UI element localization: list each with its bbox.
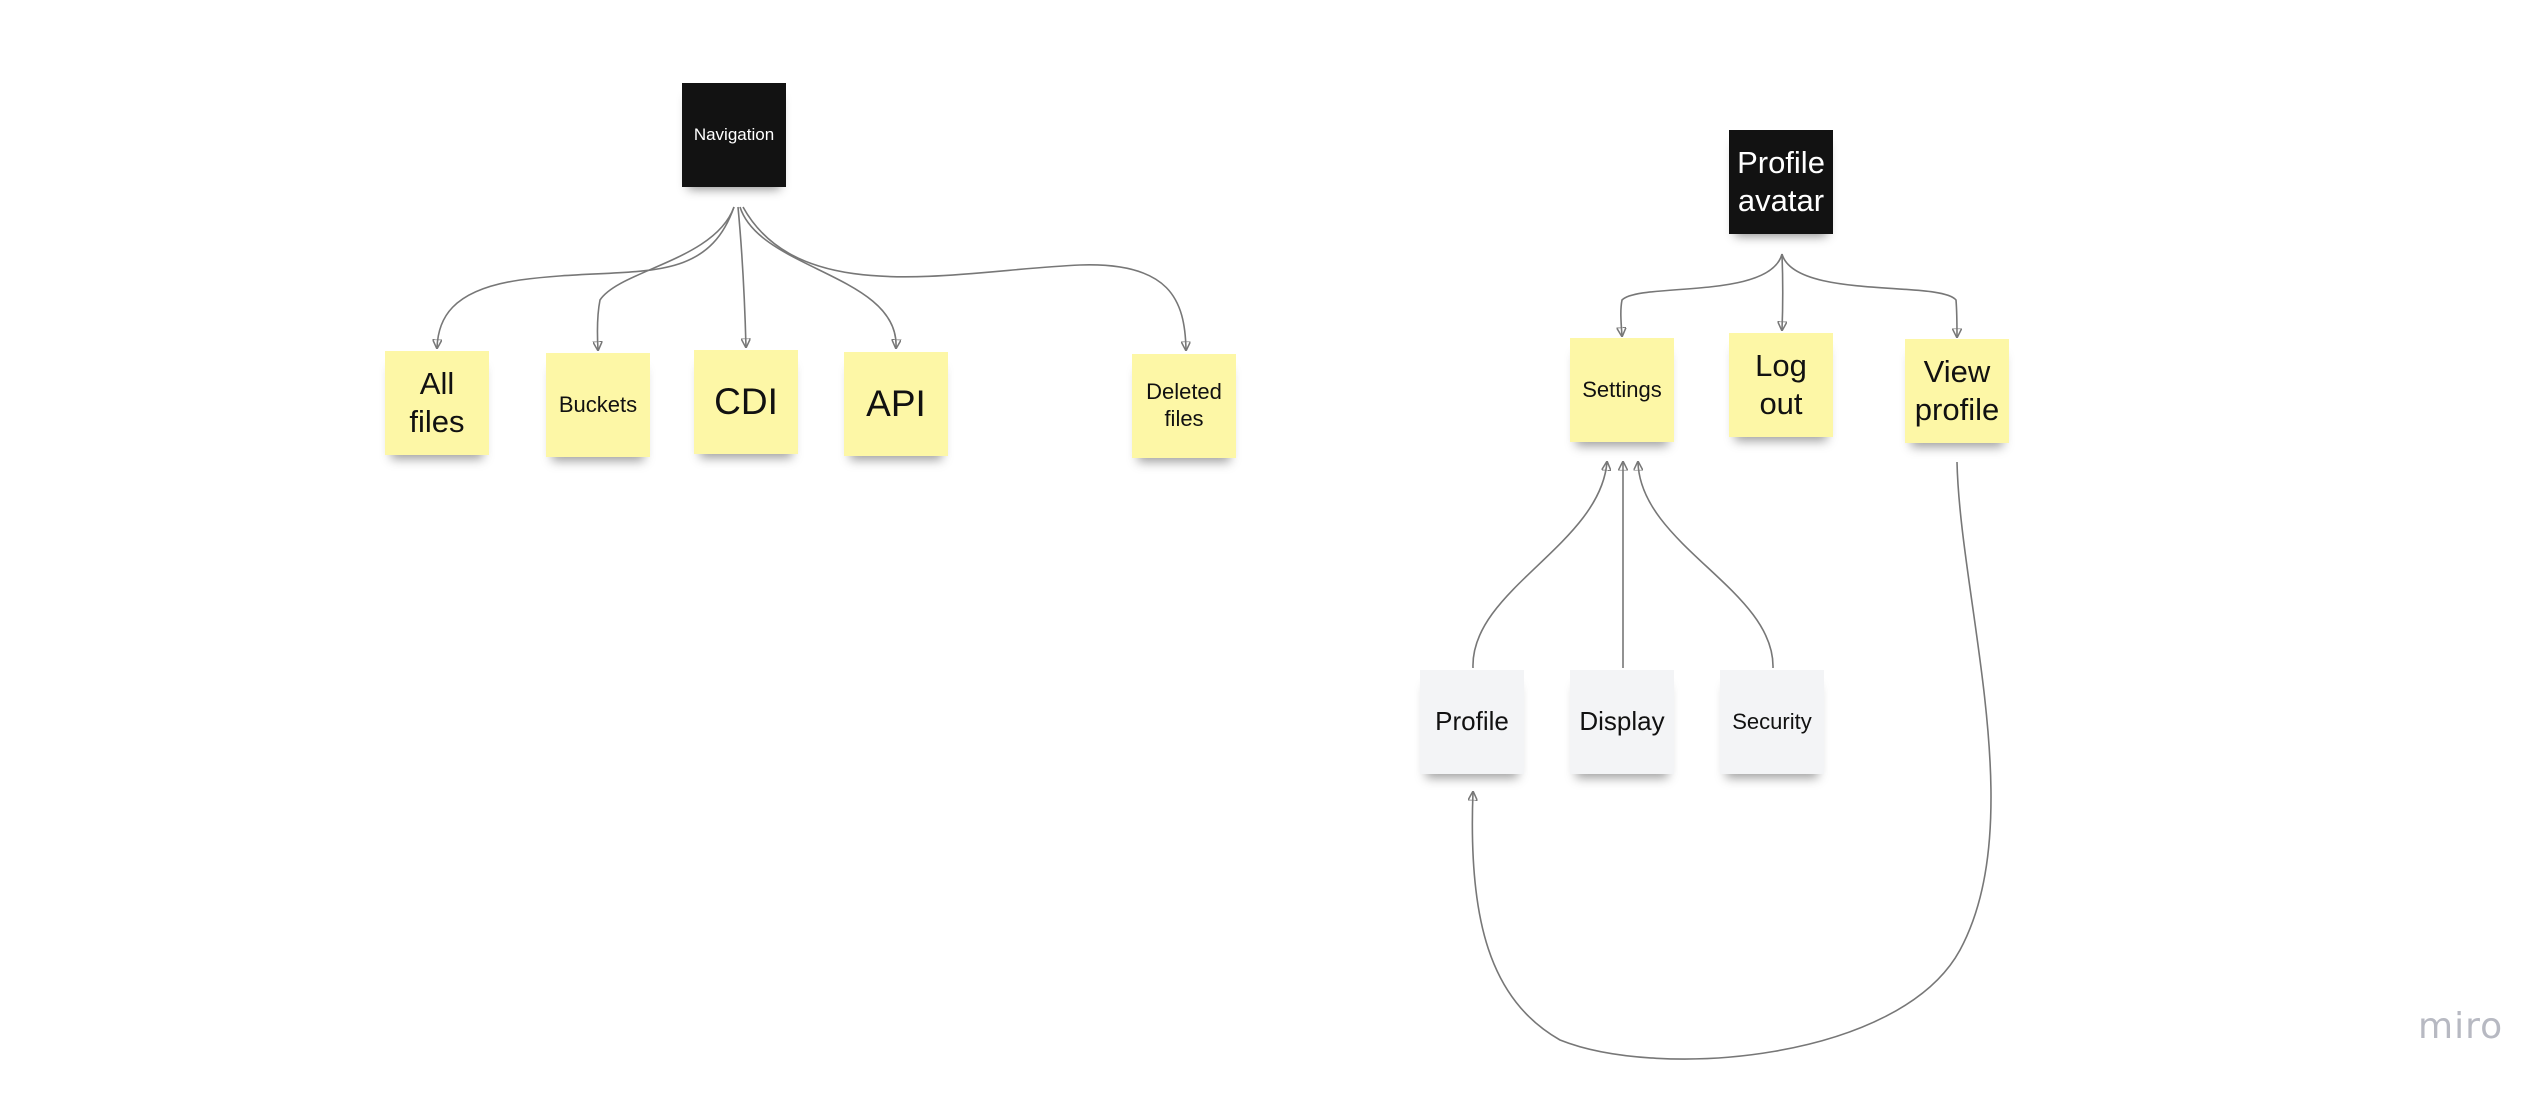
sticky-note-label: Profile	[1435, 706, 1509, 737]
sticky-note-label: All files	[409, 366, 465, 439]
sticky-note-buckets[interactable]: Buckets	[546, 353, 650, 457]
connector-navigation-all-files[interactable]	[437, 206, 735, 348]
sticky-note-deleted-files[interactable]: Deleted files	[1132, 354, 1236, 458]
sticky-note-view-profile[interactable]: View profile	[1905, 339, 2009, 443]
sticky-note-label: Security	[1732, 708, 1812, 734]
connector-security-settings[interactable]	[1638, 462, 1774, 669]
sticky-note-log-out[interactable]: Log out	[1729, 333, 1833, 437]
connector-avatar-view-profile[interactable]	[1781, 253, 1957, 337]
connector-profile-settings[interactable]	[1472, 462, 1607, 669]
sticky-note-profile-avatar[interactable]: Profile avatar	[1729, 130, 1833, 234]
connector-view-profile-to-profile[interactable]	[1472, 461, 1992, 1060]
sticky-note-label: Log out	[1755, 348, 1807, 421]
sticky-note-display[interactable]: Display	[1570, 670, 1674, 774]
sticky-note-cdi[interactable]: CDI	[694, 350, 798, 454]
connector-navigation-cdi[interactable]	[737, 206, 746, 347]
sticky-note-label: View profile	[1914, 354, 2000, 427]
miro-logo: miro	[2418, 1006, 2504, 1047]
connector-navigation-api[interactable]	[739, 206, 896, 348]
sticky-note-api[interactable]: API	[844, 352, 948, 456]
sticky-note-all-files[interactable]: All files	[385, 351, 489, 455]
sticky-note-label: CDI	[714, 381, 778, 423]
sticky-note-security[interactable]: Security	[1720, 670, 1824, 774]
connector-avatar-log-out[interactable]	[1782, 253, 1783, 330]
sticky-note-profile[interactable]: Profile	[1420, 670, 1524, 774]
connector-navigation-buckets[interactable]	[597, 206, 735, 350]
sticky-note-label: Buckets	[558, 391, 638, 417]
sticky-note-navigation[interactable]: Navigation	[682, 83, 786, 187]
sticky-note-label: API	[866, 383, 926, 425]
connector-navigation-deleted-files[interactable]	[742, 206, 1186, 350]
sticky-note-label: Profile avatar	[1737, 145, 1825, 218]
sticky-note-label: Navigation	[693, 124, 775, 144]
sticky-note-label: Settings	[1582, 376, 1662, 402]
sticky-note-label: Display	[1579, 706, 1665, 737]
sticky-note-label: Deleted files	[1146, 379, 1222, 431]
sticky-note-settings[interactable]: Settings	[1570, 338, 1674, 442]
connector-avatar-settings[interactable]	[1621, 253, 1783, 336]
